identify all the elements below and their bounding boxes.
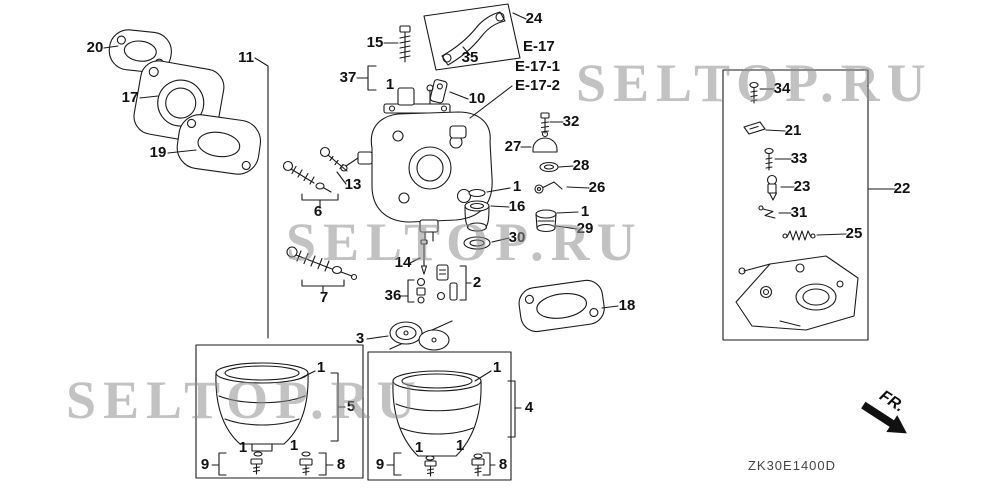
part-callout: 29	[577, 220, 594, 237]
reference-label: E-17-2	[515, 77, 560, 94]
part-callout: 35	[462, 49, 479, 66]
part-callout: 6	[314, 203, 322, 220]
part-callout: 8	[337, 456, 345, 473]
part-callout: 21	[785, 122, 802, 139]
bolt-8-shape	[471, 453, 485, 477]
gasket-18-shape	[518, 279, 605, 333]
part-callout: 17	[122, 89, 139, 106]
part-callout: 37	[340, 69, 357, 86]
watermark-text: SELTOP.RU	[286, 212, 643, 272]
ring-28-shape	[539, 161, 559, 173]
part-callout: 33	[791, 150, 808, 167]
float-set-box-22	[722, 69, 869, 341]
part-callout: 27	[505, 138, 522, 155]
drain-screw-9-shape	[424, 455, 437, 477]
front-direction-label: FR.	[876, 387, 907, 415]
bracket-10-shape	[429, 79, 448, 104]
part-callout: 24	[526, 10, 543, 27]
float-bowl-box-4	[367, 351, 512, 481]
watermark-layer: SELTOP.RU SELTOP.RU SELTOP.RU	[66, 53, 933, 430]
cap-27-shape	[532, 130, 558, 153]
float-bowl-box-5	[195, 344, 364, 479]
part-callout: 20	[87, 39, 104, 56]
part-callout: 1	[239, 439, 247, 456]
drawing-code: ZK30E1400D	[748, 458, 836, 473]
part-callout: 7	[320, 289, 328, 306]
part-callout: 10	[469, 90, 486, 107]
arm-26-shape	[534, 181, 563, 194]
carburetor-body-shape	[340, 84, 493, 242]
part-callout: 5	[347, 398, 355, 415]
clip-21-shape	[743, 121, 766, 135]
part-callout: 11	[238, 49, 254, 66]
part-callout: 14	[395, 254, 412, 271]
part-callout: 32	[563, 113, 580, 130]
jet-set-36-shape	[416, 277, 426, 304]
float-bracket-shape	[735, 255, 859, 331]
valve-plate-set-3-shape	[389, 320, 453, 351]
screw-15-shape	[399, 25, 411, 63]
pilot-screw-6-shape	[282, 160, 332, 193]
cup-29-shape	[535, 209, 557, 233]
watermark-text: SELTOP.RU	[66, 370, 423, 430]
gasket-19-shape	[176, 114, 262, 175]
part-callout: 31	[791, 204, 808, 221]
front-direction-indicator: FR.	[861, 387, 907, 434]
part-callout: 18	[619, 297, 636, 314]
part-callout: 1	[317, 359, 325, 376]
part-callout: 1	[456, 437, 464, 454]
float-valve-23-shape	[766, 174, 778, 201]
part-callout: 23	[794, 178, 811, 195]
part-callout: 9	[376, 456, 384, 473]
reference-label: E-17	[523, 38, 555, 55]
reference-label: E-17-1	[515, 58, 560, 75]
float-bowl-5-shape	[215, 362, 309, 452]
drain-screw-9-shape	[250, 451, 263, 475]
screw-32-shape	[540, 112, 550, 134]
main-jet-set-2-shape	[436, 264, 458, 301]
part-callout: 9	[201, 456, 209, 473]
throttle-stop-screw-7-shape	[286, 246, 358, 281]
part-callout: 22	[894, 180, 911, 197]
part-callout: 36	[385, 287, 402, 304]
screw-13-shape	[319, 146, 348, 172]
clip-31-shape	[758, 205, 776, 219]
part-callout: 1	[493, 359, 501, 376]
part-callout: 28	[573, 157, 590, 174]
part-callout: 1	[513, 178, 521, 195]
part-callout: 30	[509, 229, 526, 246]
screw-33-shape	[764, 147, 774, 171]
part-callout: 26	[589, 179, 606, 196]
part-callout: 3	[356, 330, 364, 347]
part-callout: 1	[290, 437, 298, 454]
part-callout: 1	[415, 439, 423, 456]
spring-25-shape	[782, 230, 816, 241]
part-callout: 13	[345, 176, 362, 193]
washer-1-shape	[468, 188, 486, 198]
float-bowl-4-shape	[392, 370, 482, 457]
part-callout: 16	[509, 198, 526, 215]
cup-filter-16-shape	[464, 200, 490, 232]
part-callout: 15	[367, 34, 384, 51]
part-callout: 19	[150, 144, 167, 161]
part-callout: 1	[386, 76, 394, 93]
part-callout: 1	[581, 203, 589, 220]
choke-lever-box	[423, 3, 521, 71]
needle-14-shape	[420, 239, 428, 275]
screw-34-shape	[749, 81, 759, 104]
part-callout: 4	[525, 399, 534, 416]
part-callout: 25	[846, 225, 863, 242]
watermark-text: SELTOP.RU	[576, 53, 933, 113]
front-direction-arrow-icon	[861, 401, 907, 434]
reference-label-layer: E-17E-17-1E-17-2	[515, 38, 560, 94]
ring-30-shape	[463, 236, 491, 250]
part-callout: 8	[499, 456, 507, 473]
bolt-8-shape	[299, 451, 313, 476]
part-callout: 2	[473, 274, 481, 291]
leader-lines	[103, 12, 896, 476]
part-callout: 34	[774, 80, 791, 97]
choke-lever-35-shape	[441, 11, 506, 66]
